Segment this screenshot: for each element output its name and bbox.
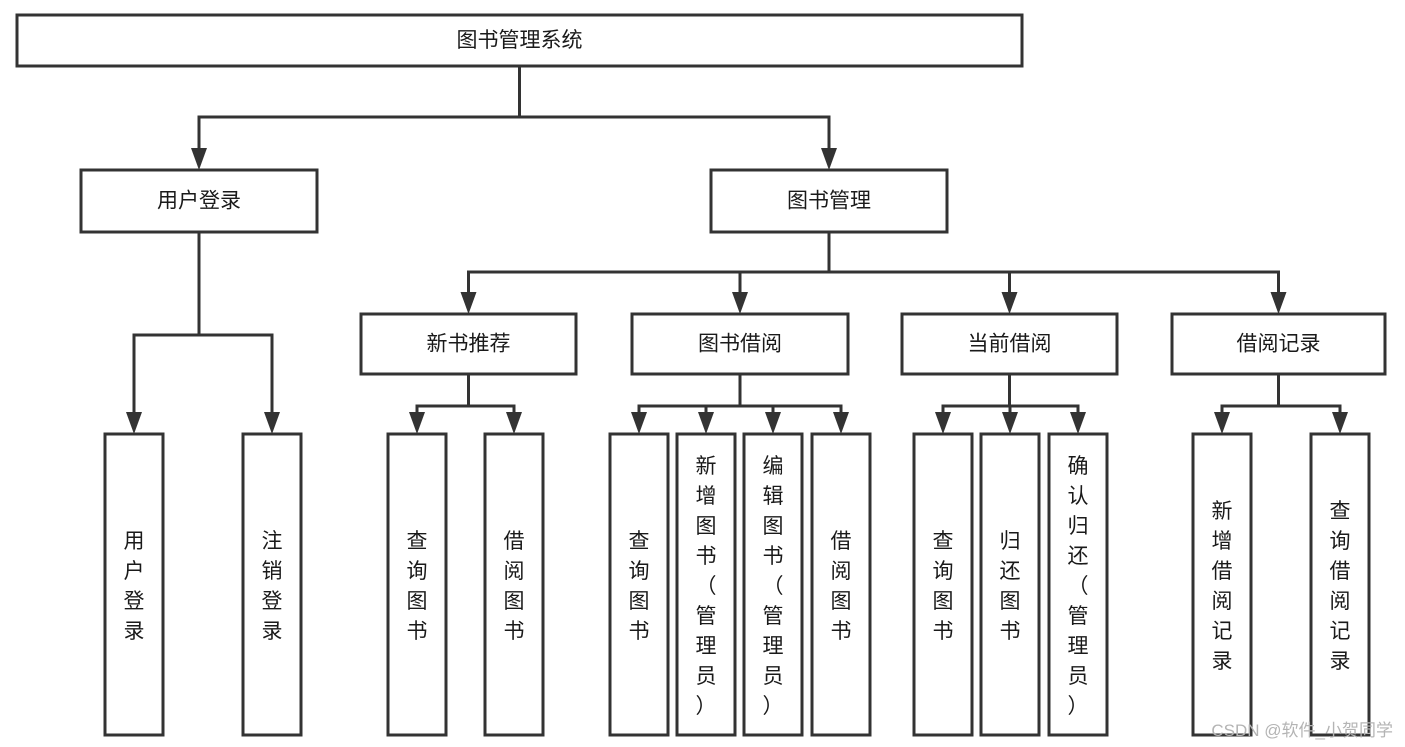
- node-box[interactable]: [709, 168, 949, 234]
- node-label: 查询图书: [407, 530, 428, 643]
- arrow-head-icon: [935, 412, 951, 434]
- node-label: 当前借阅: [968, 333, 1052, 356]
- connector-group: [191, 64, 837, 170]
- node-label: 编辑图书（管理员）: [763, 455, 784, 718]
- node-label: 借阅图书: [504, 530, 525, 643]
- arrow-head-icon: [409, 412, 425, 434]
- node-box[interactable]: [1191, 432, 1253, 737]
- arrow-head-icon: [506, 412, 522, 434]
- node-leaf-confirm-return[interactable]: 确认归还（管理员）: [1047, 432, 1109, 737]
- arrow-head-icon: [732, 292, 748, 314]
- node-label: 图书借阅: [698, 333, 782, 356]
- node-label: 图书管理系统: [457, 29, 583, 52]
- node-label: 借阅记录: [1237, 333, 1321, 356]
- arrow-head-icon: [833, 412, 849, 434]
- node-leaf-return-book[interactable]: 归还图书: [979, 432, 1041, 737]
- arrow-head-icon: [126, 412, 142, 434]
- arrow-head-icon: [821, 148, 837, 170]
- arrow-head-icon: [1270, 292, 1287, 314]
- connector-group: [460, 230, 1287, 314]
- node-new-book-recommend[interactable]: 新书推荐: [359, 312, 578, 376]
- node-leaf-query-record[interactable]: 查询借阅记录: [1309, 432, 1371, 737]
- arrow-head-icon: [264, 412, 280, 434]
- node-box[interactable]: [630, 312, 850, 376]
- node-leaf-user-login[interactable]: 用户登录: [103, 432, 165, 737]
- node-book-manage[interactable]: 图书管理: [709, 168, 949, 234]
- node-leaf-add-record[interactable]: 新增借阅记录: [1191, 432, 1253, 737]
- arrow-head-icon: [1214, 412, 1230, 434]
- connector-group: [126, 230, 280, 434]
- node-label: 新增图书（管理员）: [696, 455, 717, 718]
- arrow-head-icon: [1332, 412, 1348, 434]
- node-label: 用户登录: [157, 190, 241, 213]
- node-label: 用户登录: [124, 530, 145, 643]
- node-box[interactable]: [1170, 312, 1387, 376]
- node-label: 确认归还（管理员）: [1068, 455, 1089, 718]
- node-label: 查询图书: [933, 530, 954, 643]
- node-box[interactable]: [810, 432, 872, 737]
- node-box[interactable]: [608, 432, 670, 737]
- watermark-label: CSDN @软件_小贺同学: [1211, 721, 1393, 740]
- node-label: 新增借阅记录: [1212, 500, 1233, 673]
- node-label: 注销登录: [262, 530, 283, 643]
- node-box[interactable]: [675, 432, 737, 737]
- node-box[interactable]: [979, 432, 1041, 737]
- node-box[interactable]: [912, 432, 974, 737]
- arrow-head-icon: [191, 148, 207, 170]
- node-layer: 图书管理系统用户登录图书管理新书推荐图书借阅当前借阅借阅记录用户登录注销登录查询…: [15, 13, 1387, 737]
- node-leaf-query-book-3[interactable]: 查询图书: [912, 432, 974, 737]
- node-box[interactable]: [386, 432, 448, 737]
- node-label: 新书推荐: [427, 333, 511, 356]
- node-label: 查询借阅记录: [1330, 500, 1351, 673]
- connector-group: [1214, 372, 1348, 434]
- node-box[interactable]: [241, 432, 303, 737]
- connector-layer: [126, 64, 1348, 434]
- arrow-head-icon: [698, 412, 714, 434]
- node-box[interactable]: [1047, 432, 1109, 737]
- node-root[interactable]: 图书管理系统: [15, 13, 1024, 68]
- node-label: 图书管理: [787, 190, 871, 213]
- arrow-head-icon: [1001, 292, 1018, 314]
- node-label: 借阅图书: [831, 530, 852, 643]
- node-borrow-record[interactable]: 借阅记录: [1170, 312, 1387, 376]
- node-box[interactable]: [900, 312, 1119, 376]
- node-current-borrow[interactable]: 当前借阅: [900, 312, 1119, 376]
- node-box[interactable]: [79, 168, 319, 234]
- node-leaf-logout[interactable]: 注销登录: [241, 432, 303, 737]
- node-box[interactable]: [359, 312, 578, 376]
- connector-group: [409, 372, 522, 434]
- node-leaf-borrow-book-1[interactable]: 借阅图书: [483, 432, 545, 737]
- node-box[interactable]: [742, 432, 804, 737]
- node-leaf-query-book-1[interactable]: 查询图书: [386, 432, 448, 737]
- arrow-head-icon: [460, 292, 477, 314]
- connector-group: [631, 372, 849, 434]
- node-box[interactable]: [1309, 432, 1371, 737]
- node-leaf-add-book[interactable]: 新增图书（管理员）: [675, 432, 737, 737]
- node-label: 归还图书: [1000, 530, 1021, 643]
- node-leaf-query-book-2[interactable]: 查询图书: [608, 432, 670, 737]
- node-user-login[interactable]: 用户登录: [79, 168, 319, 234]
- node-book-borrow[interactable]: 图书借阅: [630, 312, 850, 376]
- connector-group: [935, 372, 1086, 434]
- node-box[interactable]: [483, 432, 545, 737]
- node-box[interactable]: [103, 432, 165, 737]
- arrow-head-icon: [1002, 412, 1018, 434]
- node-box[interactable]: [15, 13, 1024, 68]
- arrow-head-icon: [1070, 412, 1086, 434]
- arrow-head-icon: [765, 412, 781, 434]
- node-label: 查询图书: [629, 530, 650, 643]
- node-leaf-edit-book[interactable]: 编辑图书（管理员）: [742, 432, 804, 737]
- arrow-head-icon: [631, 412, 647, 434]
- node-leaf-borrow-book-2[interactable]: 借阅图书: [810, 432, 872, 737]
